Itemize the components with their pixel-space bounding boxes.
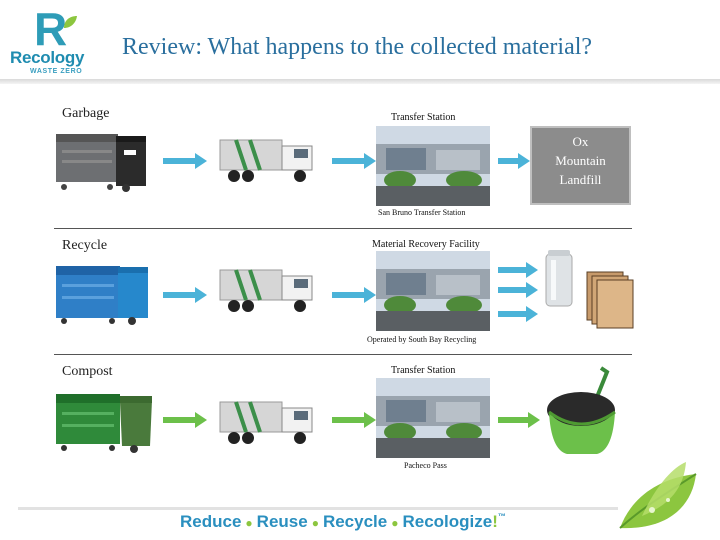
slogan-separator-icon: ●: [311, 516, 319, 530]
cardboard-icon: [586, 271, 634, 329]
transfer-station-image: [376, 126, 490, 206]
station-caption-recycle: Material Recovery Facility: [372, 239, 480, 250]
recology-logo: R Recology WASTE ZERO: [10, 4, 102, 76]
row-label-recycle: Recycle: [62, 238, 108, 253]
recycling-truck-icon: [219, 269, 313, 312]
facility-note-recycle: Operated by South Bay Recycling: [367, 335, 477, 344]
compost-pot-icon: [547, 366, 616, 454]
sorted-output-arrows-icon: [498, 262, 538, 322]
row-divider: [54, 228, 632, 229]
aluminum-can-icon: [545, 250, 573, 307]
arrow-right-icon: [163, 287, 207, 303]
slogan-separator-icon: ●: [391, 516, 399, 530]
material-recovery-facility-image: [376, 251, 490, 331]
leaf-decoration-icon: [619, 462, 697, 529]
arrow-right-icon: [332, 412, 376, 428]
slogan-exclamation: !: [492, 512, 498, 531]
header-divider: [0, 79, 720, 84]
facility-note-compost: Pacheco Pass: [404, 461, 447, 470]
recycle-bin-icon: [56, 266, 148, 325]
page-title: Review: What happens to the collected ma…: [122, 34, 593, 60]
landfill-line-2: Mountain: [555, 153, 606, 168]
arrow-right-icon: [332, 153, 376, 169]
leaf-icon: [64, 16, 77, 28]
arrow-right-icon: [498, 153, 530, 169]
compost-truck-icon: [219, 401, 313, 444]
station-caption-compost: Transfer Station: [391, 365, 456, 376]
slogan-word-recologize: Recologize: [402, 512, 493, 531]
station-caption-garbage: Transfer Station: [391, 112, 456, 123]
arrow-right-icon: [498, 412, 540, 428]
compost-bin-icon: [56, 394, 152, 453]
footer-slogan: Reduce●Reuse●Recycle●Recologize!™: [180, 512, 506, 532]
logo-letter: R: [34, 3, 68, 55]
garbage-bin-icon: [56, 134, 146, 192]
landfill-box: Ox Mountain Landfill: [530, 126, 631, 205]
facility-note-garbage: San Bruno Transfer Station: [378, 208, 466, 217]
footer-divider: [18, 507, 618, 510]
row-label-garbage: Garbage: [62, 106, 110, 121]
slogan-trademark: ™: [497, 512, 506, 521]
slogan-word-reuse: Reuse: [256, 512, 308, 531]
logo-tagline: WASTE ZERO: [30, 68, 83, 75]
row-label-compost: Compost: [62, 364, 113, 379]
slogan-word-reduce: Reduce: [180, 512, 242, 531]
landfill-line-1: Ox: [572, 134, 589, 149]
garbage-truck-icon: [219, 139, 313, 182]
arrow-right-icon: [332, 287, 376, 303]
logo-wordmark: Recology: [10, 48, 85, 67]
slogan-word-recycle: Recycle: [322, 512, 388, 531]
arrow-right-icon: [163, 153, 207, 169]
row-divider: [54, 354, 632, 355]
compost-transfer-station-image: [376, 378, 490, 458]
landfill-line-3: Landfill: [559, 172, 602, 187]
arrow-right-icon: [163, 412, 207, 428]
slogan-separator-icon: ●: [245, 516, 253, 530]
